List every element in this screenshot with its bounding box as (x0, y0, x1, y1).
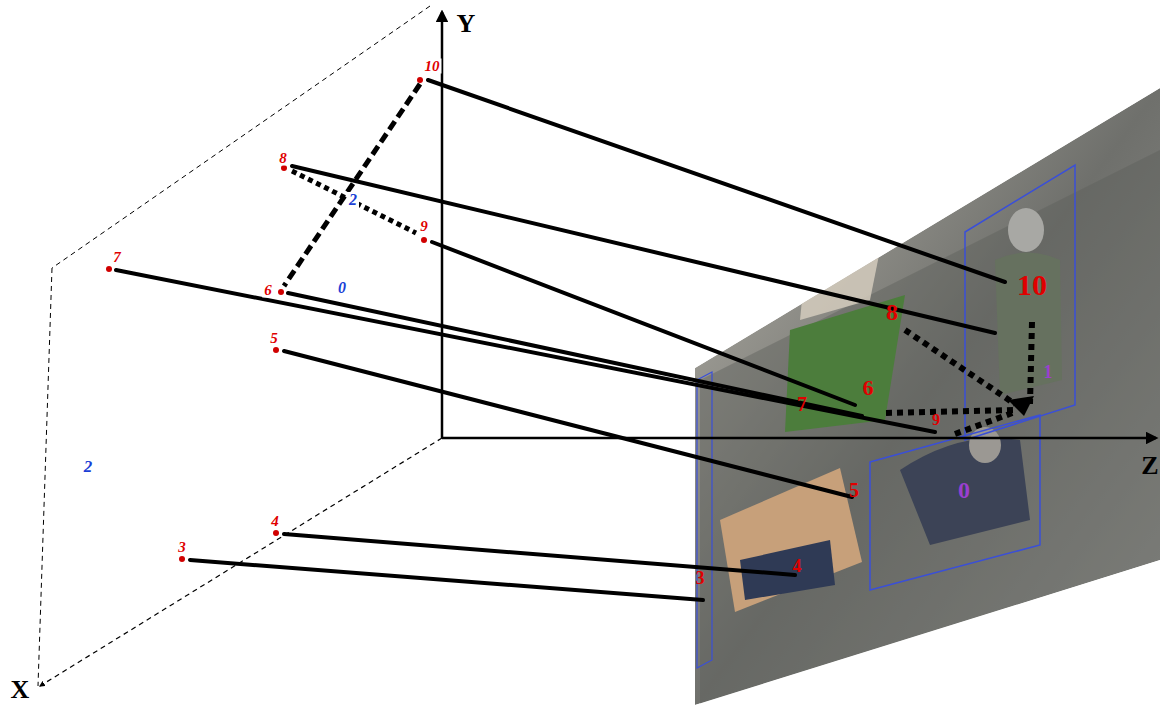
point-number: 0 (336, 280, 348, 296)
image-number: 5 (849, 480, 859, 500)
y-axis (441, 12, 444, 438)
point-number: 4 (269, 514, 281, 529)
image-number: 3 (696, 569, 705, 587)
point-number: 2 (82, 458, 95, 475)
point-number: 10 (423, 59, 442, 74)
image-number: 10 (1017, 270, 1047, 300)
skeleton-line (284, 84, 420, 286)
axis-label: X (11, 677, 30, 703)
image-number: 0 (958, 478, 970, 502)
point-number: 2 (347, 192, 359, 208)
image-skeleton (886, 322, 1032, 434)
frame-line (52, 6, 430, 268)
point-number: 8 (277, 151, 289, 166)
image-number: 8 (886, 300, 898, 324)
axis-label: Y (457, 11, 476, 37)
point-number: 9 (418, 219, 430, 234)
point-number: 3 (176, 540, 188, 555)
axis-label: Z (1141, 453, 1158, 479)
image-number: 7 (797, 394, 807, 414)
image-number: 4 (793, 557, 802, 575)
projection-lines (116, 80, 1005, 600)
frame-line (38, 268, 52, 686)
z-axis (442, 437, 1156, 440)
image-number: 9 (932, 412, 940, 428)
point-dots (106, 77, 427, 562)
joint-mark (1008, 396, 1034, 416)
point-number: 7 (111, 250, 123, 265)
image-number: 6 (863, 377, 874, 399)
image-number: 1 (1044, 363, 1053, 381)
point-number: 5 (268, 331, 280, 346)
point-number: 6 (262, 283, 274, 298)
